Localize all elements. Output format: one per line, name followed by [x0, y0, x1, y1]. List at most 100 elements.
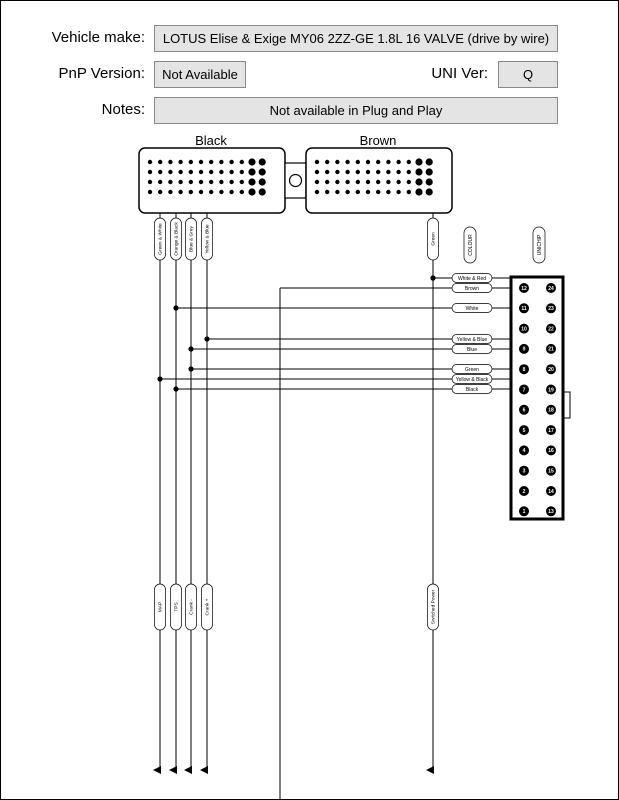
svg-text:12: 12 [521, 286, 527, 292]
connector-pin [229, 179, 234, 185]
harness-colour-label: Black [451, 384, 493, 394]
svg-text:2: 2 [523, 489, 526, 495]
svg-text:10: 10 [521, 326, 527, 332]
unichip-pin: 23 [546, 303, 556, 314]
connector-pin [229, 189, 234, 195]
connector-pin [248, 168, 256, 176]
svg-text:Green: Green [431, 232, 437, 246]
connector-pin [386, 159, 391, 165]
svg-text:Yellow & Blue: Yellow & Blue [457, 337, 488, 343]
svg-text:TPS: TPS [174, 602, 180, 611]
connector-pin [365, 179, 371, 185]
connector-pin [325, 189, 330, 195]
connector-pin [425, 168, 433, 176]
notes-label: Notes: [101, 101, 145, 118]
unichip-pin: 3 [519, 465, 529, 476]
connector-pin [147, 179, 153, 185]
connector-pin [147, 189, 153, 195]
wire-junction [204, 336, 210, 342]
uni-version-label: UNI Ver: [431, 65, 488, 82]
wire-signal-label: Crank - [185, 583, 197, 631]
connector-pin [168, 159, 173, 165]
svg-text:Green: Green [465, 367, 479, 373]
connector-pin [335, 169, 340, 175]
connector-pin [406, 159, 411, 165]
connector-pin [396, 179, 401, 185]
wire-colour-label: Yellow & Blue [201, 217, 213, 261]
harness-colour-label: White [451, 303, 493, 313]
unichip-pin: 14 [546, 486, 556, 496]
connector-latch [563, 391, 571, 419]
connector-pin [209, 189, 214, 195]
harness-colour-label: Brown [451, 283, 493, 293]
svg-text:Yellow & Blue: Yellow & Blue [205, 224, 211, 253]
connector-pin [248, 158, 256, 166]
svg-text:Blue & Grey: Blue & Grey [189, 225, 195, 251]
connector-pin [158, 189, 163, 195]
connector-pin [198, 169, 204, 175]
connector-pin [365, 189, 371, 195]
connector-pin [198, 179, 204, 185]
wire-junction [173, 305, 179, 311]
connector-pin [406, 189, 411, 195]
wire-junction [430, 275, 436, 281]
connector-pin [376, 189, 381, 195]
connector-pin [178, 169, 183, 175]
wire-colour-label: Green [427, 217, 439, 261]
connector-pin [335, 159, 340, 165]
vehicle-make-label: Vehicle make: [51, 29, 145, 46]
connector-pin [345, 169, 350, 175]
connector-pin [325, 159, 330, 165]
connector-pin [386, 189, 391, 195]
connector-pin [219, 189, 224, 195]
connector-pin [168, 189, 173, 195]
svg-text:White & Red: White & Red [458, 276, 486, 282]
connector-pin [345, 179, 350, 185]
svg-text:7: 7 [523, 387, 526, 393]
svg-text:UNICHIP: UNICHIP [537, 234, 543, 255]
svg-text:Crank +: Crank + [205, 598, 211, 615]
unichip-column-header: UNICHIP [532, 226, 546, 264]
connector-pin [229, 169, 234, 175]
svg-text:21: 21 [548, 347, 554, 353]
svg-text:COLOUR: COLOUR [468, 234, 474, 256]
brown-connector-label: Brown [360, 133, 397, 148]
connector-pin [335, 189, 340, 195]
svg-text:Blue: Blue [467, 347, 477, 353]
connector-pin [258, 158, 266, 166]
connector-pin [188, 159, 193, 165]
connector-pin [188, 179, 193, 185]
svg-text:15: 15 [548, 469, 554, 475]
svg-text:6: 6 [523, 408, 526, 414]
connector-pin [158, 159, 163, 165]
connector-pin [396, 169, 401, 175]
connector-pin [396, 159, 401, 165]
connector-pin [335, 179, 340, 185]
connector-pin [376, 159, 381, 165]
unichip-pin: 17 [546, 425, 556, 436]
unichip-pin: 21 [546, 343, 556, 354]
svg-text:Brown: Brown [465, 286, 479, 292]
connector-pin [355, 159, 360, 165]
connector-pin [355, 189, 360, 195]
connector-pin [239, 189, 244, 195]
svg-text:3: 3 [523, 469, 526, 475]
unichip-pin: 16 [546, 445, 556, 456]
connector-pin [406, 179, 411, 185]
connector-pin [239, 169, 244, 175]
notes-value: Not available in Plug and Play [154, 97, 558, 124]
unichip-pin: 5 [519, 425, 529, 436]
colour-column-header: COLOUR [463, 226, 477, 264]
unichip-pin: 1 [519, 506, 529, 517]
unichip-pin: 22 [546, 323, 556, 334]
connector-pin [168, 169, 173, 175]
vehicle-make-value: LOTUS Elise & Exige MY06 2ZZ-GE 1.8L 16 … [154, 25, 558, 52]
connector-pin [209, 159, 214, 165]
connector-pin [314, 179, 320, 185]
wire-signal-label: TPS [170, 583, 182, 631]
connector-pin [147, 169, 153, 175]
svg-text:MAP: MAP [158, 602, 164, 612]
connector-pin [314, 189, 320, 195]
svg-text:17: 17 [548, 428, 554, 434]
harness-colour-label: Blue [451, 344, 493, 354]
